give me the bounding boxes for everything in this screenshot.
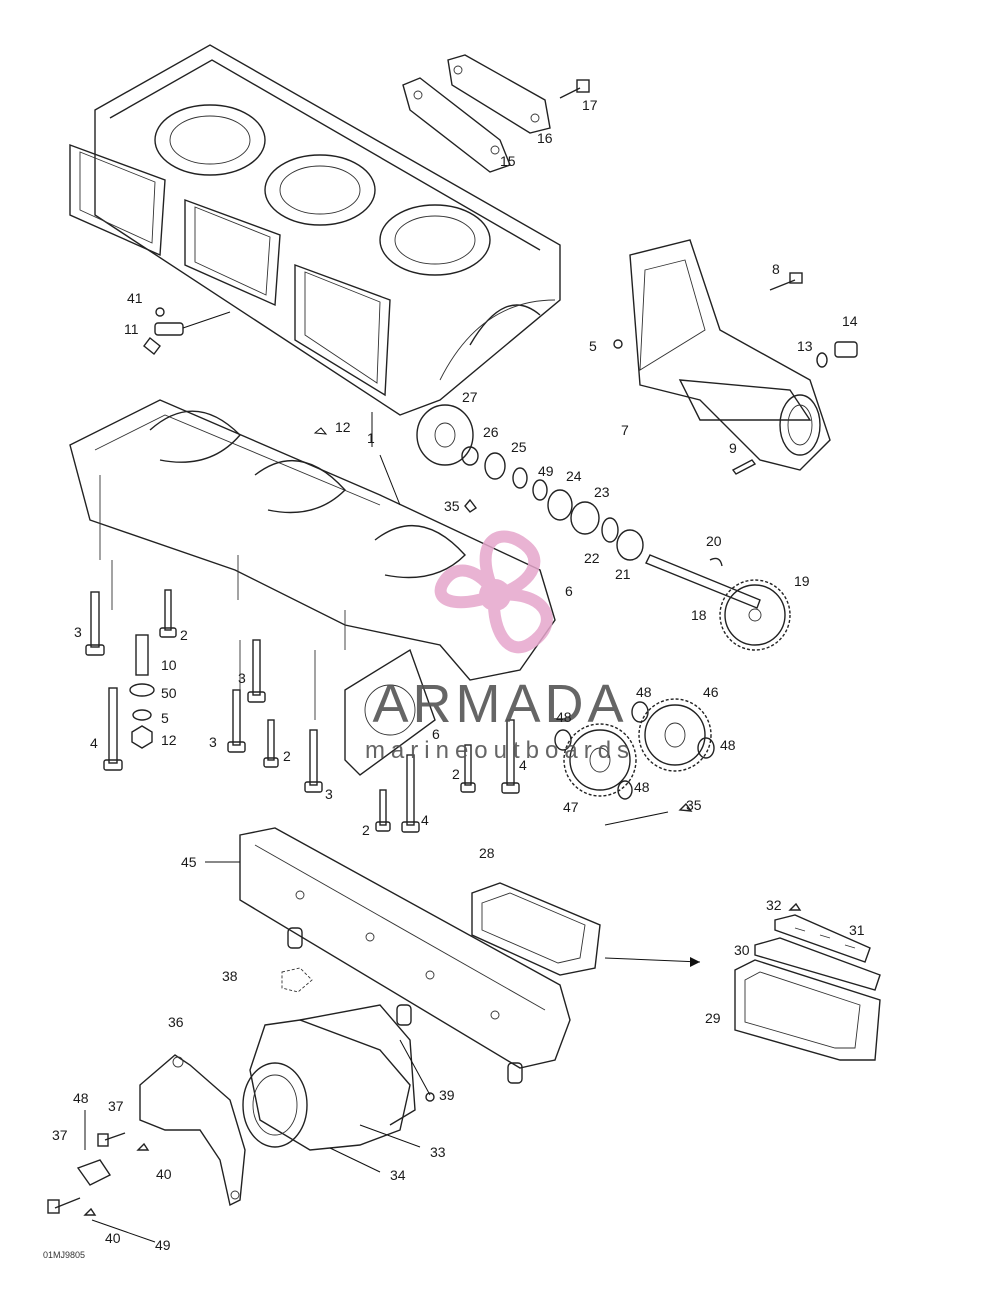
callout-21: 21	[615, 566, 631, 582]
callout-2-c: 2	[452, 766, 460, 782]
callout-2-a: 2	[180, 627, 188, 643]
callout-2-d: 2	[362, 822, 370, 838]
callout-12-b: 12	[161, 732, 177, 748]
callout-6-b: 6	[432, 726, 440, 742]
callout-37-a: 37	[108, 1098, 124, 1114]
callout-44: 46	[703, 684, 719, 700]
fitting-11	[143, 307, 231, 355]
callout-39: 39	[439, 1087, 455, 1103]
callout-3-a: 3	[74, 624, 82, 640]
callout-3-c: 3	[209, 734, 217, 750]
propeller-logo-icon	[434, 530, 553, 654]
callout-22: 22	[584, 550, 600, 566]
callout-49-top: 49	[538, 463, 554, 479]
callout-48: 48	[73, 1090, 89, 1106]
callout-28: 28	[479, 845, 495, 861]
callout-37-b: 37	[52, 1127, 68, 1143]
callout-26: 26	[483, 424, 499, 440]
callout-3-d: 3	[325, 786, 333, 802]
callout-41: 41	[127, 290, 143, 306]
callout-49-b: 49	[155, 1237, 171, 1253]
callout-27: 27	[462, 389, 478, 405]
callout-15: 15	[500, 153, 516, 169]
figure-code: 01MJ9805	[43, 1250, 85, 1260]
callout-16: 16	[537, 130, 553, 146]
bracket-36	[47, 1054, 246, 1243]
callout-29: 29	[705, 1010, 721, 1026]
lower-crankcase	[69, 399, 556, 776]
callout-24: 24	[566, 468, 582, 484]
callout-labels: 17 16 15 8 41 11 14 5 13 27 7 12 26 1 25…	[52, 97, 865, 1253]
callout-36: 36	[168, 1014, 184, 1030]
callout-8: 8	[772, 261, 780, 277]
callout-46-a: 48	[636, 684, 652, 700]
callout-9: 9	[729, 440, 737, 456]
callout-47: 45	[181, 854, 197, 870]
callout-6-top: 6	[565, 583, 573, 599]
callout-33: 33	[430, 1144, 446, 1160]
upper-crankcase	[69, 44, 561, 416]
armada-logo	[434, 530, 553, 654]
reed-valve-detail	[734, 902, 881, 1061]
callout-20: 20	[706, 533, 722, 549]
callout-4-a: 4	[90, 735, 98, 751]
callout-4-c: 4	[421, 812, 429, 828]
callout-38: 38	[222, 968, 238, 984]
covers-15-16	[402, 54, 590, 173]
callout-5-b: 5	[161, 710, 169, 726]
callout-30: 30	[734, 942, 750, 958]
callout-17: 17	[582, 97, 598, 113]
callout-25: 25	[511, 439, 527, 455]
callout-34: 34	[390, 1167, 406, 1183]
callout-5-top: 5	[589, 338, 597, 354]
callout-11: 11	[124, 321, 139, 337]
shaft-bearings	[416, 404, 791, 651]
callout-40-a: 40	[156, 1166, 172, 1182]
callout-46-b: 48	[556, 709, 572, 725]
callout-45: 47	[563, 799, 579, 815]
callout-46-c: 48	[720, 737, 736, 753]
callout-10: 10	[161, 657, 177, 673]
callout-35-b: 35	[686, 797, 702, 813]
carb-flange	[242, 1004, 435, 1173]
watermark-brand: ARMADA	[372, 674, 627, 734]
callout-4-b: 4	[519, 757, 527, 773]
callout-3-b: 3	[238, 670, 246, 686]
callout-1: 1	[367, 430, 375, 446]
callout-2-b: 2	[283, 748, 291, 764]
callout-31: 31	[849, 922, 865, 938]
callout-50: 50	[161, 685, 177, 701]
callout-40-b: 40	[105, 1230, 121, 1246]
callout-7: 7	[621, 422, 629, 438]
callout-12-top: 12	[335, 419, 351, 435]
callout-35-top: 35	[444, 498, 460, 514]
callout-19: 19	[794, 573, 810, 589]
bolts-and-studs	[85, 560, 669, 833]
callout-32: 32	[766, 897, 782, 913]
callout-13: 13	[797, 338, 813, 354]
watermark-tagline: marineoutboards	[365, 737, 635, 764]
callout-14: 14	[842, 313, 858, 329]
callout-46-d: 48	[634, 779, 650, 795]
rotary-valve-housing	[613, 239, 858, 475]
intake-manifold	[205, 827, 701, 1084]
callout-18: 18	[691, 607, 707, 623]
callout-23: 23	[594, 484, 610, 500]
gears-44-45	[554, 698, 715, 812]
